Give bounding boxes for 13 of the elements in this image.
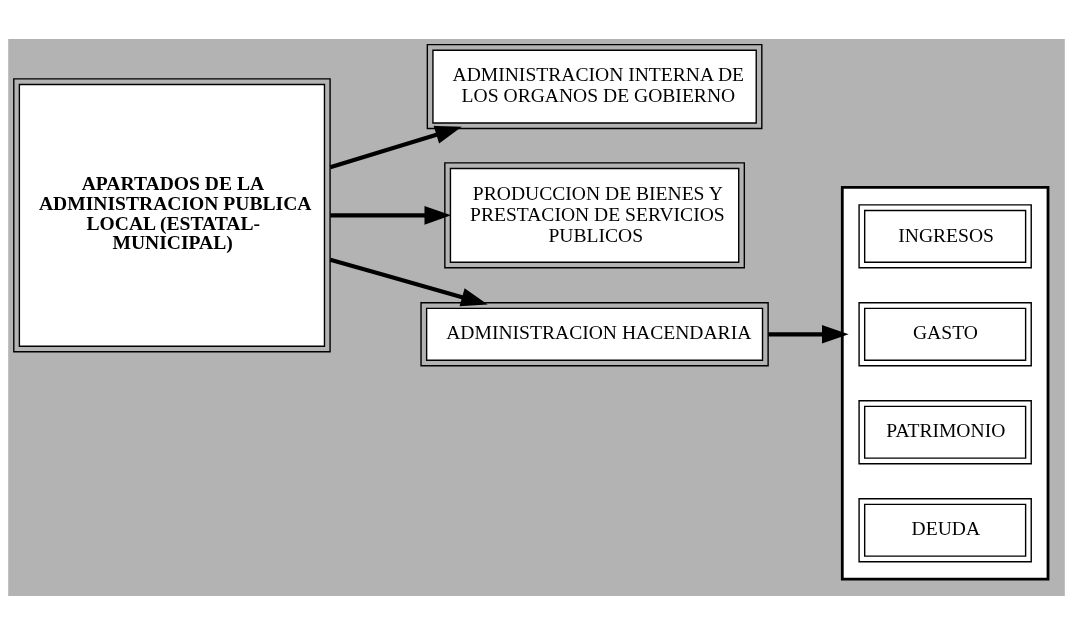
node-box: GASTO [858, 302, 1032, 367]
node-box: ADMINISTRACION HACENDARIA [420, 302, 769, 367]
cluster [840, 185, 1050, 581]
arrow [330, 206, 452, 225]
arrow [329, 125, 462, 170]
node-box: DEUDA [858, 498, 1032, 563]
node-box: PRODUCCION DE BIENES Y PRESTACION DE SERVICIOS PUBLICOS [444, 162, 746, 269]
node-box: ADMINISTRACION INTERNA DE LOS ORGANOS DE GOBIERNO [426, 43, 763, 130]
node-box: APARTADOS DE LA ADMINISTRACION PUBLICA LOCAL (ESTATAL- MUNICIPAL) [13, 78, 331, 353]
arrow [329, 257, 488, 307]
node-box: INGRESOS [858, 204, 1032, 269]
node-box: PATRIMONIO [858, 400, 1032, 465]
arrow [768, 324, 849, 344]
